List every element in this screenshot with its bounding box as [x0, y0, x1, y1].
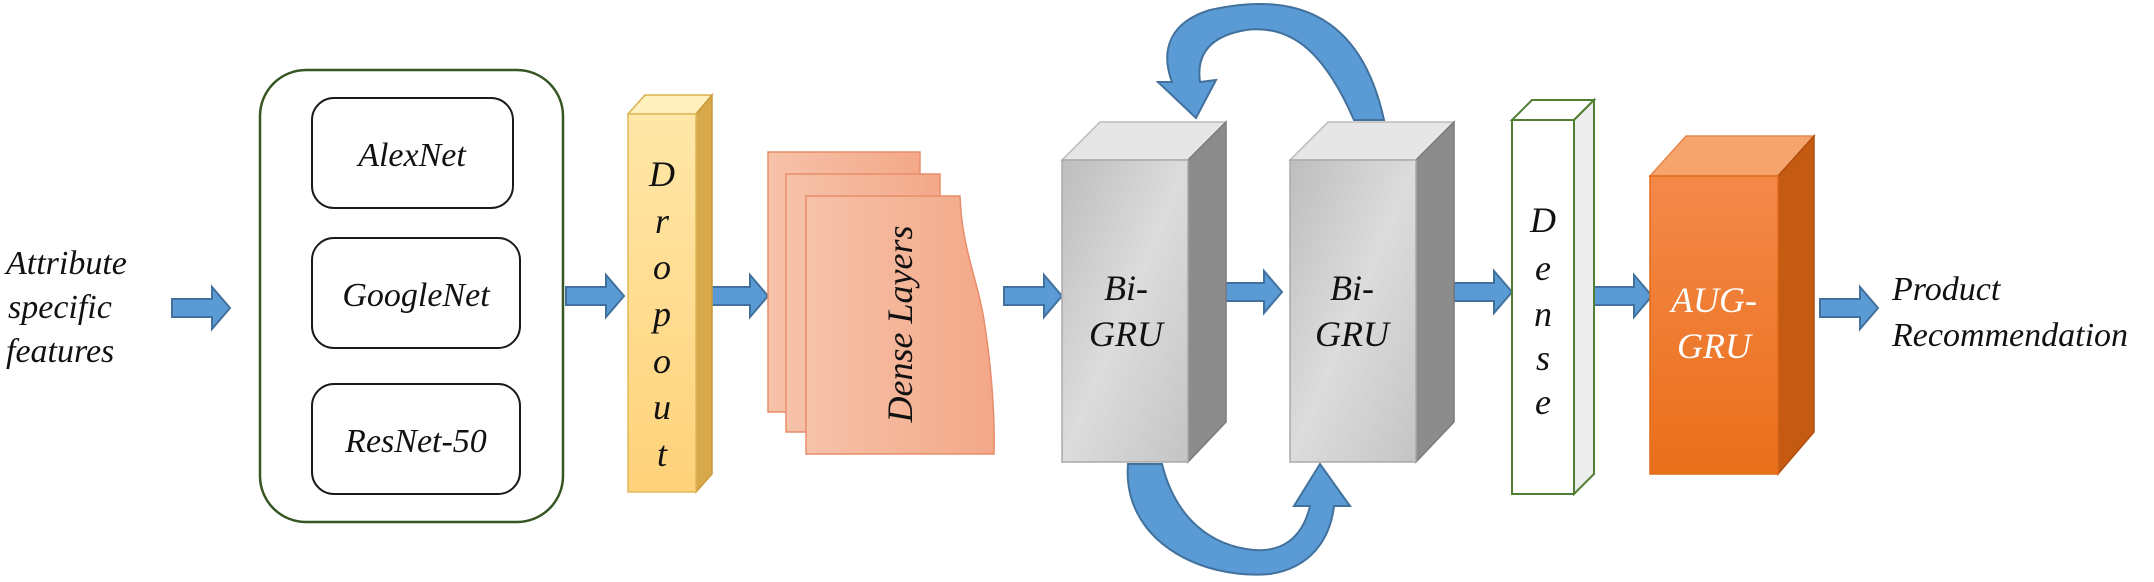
aug-gru-side-face [1777, 134, 1815, 477]
dense-letter-1: D [1529, 200, 1556, 240]
dense-block: D e n s e [1509, 97, 1597, 497]
dense-side-face [1573, 97, 1595, 497]
flow-arrow-input [171, 284, 232, 332]
flow-arrow-to-bigru-2 [1223, 268, 1284, 316]
bigru-2-side-face [1415, 120, 1455, 464]
alexnet-label: AlexNet [356, 137, 467, 174]
output-label-line-1: Product [1891, 271, 2002, 308]
bigru-1-label-line-2: GRU [1089, 314, 1165, 354]
resnet50-box [311, 383, 521, 495]
bigru-2-label-line-2: GRU [1315, 314, 1391, 354]
dense-layers-stack: Dense Layers [767, 151, 995, 455]
dense-letter-3: n [1534, 294, 1552, 334]
dense-letter-4: s [1536, 338, 1550, 378]
googlenet-box [311, 237, 521, 349]
dropout-letter-7: t [657, 434, 668, 474]
bigru-block-2: Bi- GRU [1288, 120, 1456, 464]
bigru-1-label-line-1: Bi- [1104, 268, 1148, 308]
dropout-label: D r o p o u t [648, 154, 675, 474]
dropout-letter-5: o [653, 341, 671, 381]
output-label-line-2: Recommendation [1891, 317, 2128, 354]
flow-arrows [171, 268, 1880, 332]
dropout-block: D r o p o u t [626, 92, 714, 494]
loop-arrow-top [1155, 3, 1386, 121]
dense-letter-5: e [1535, 382, 1551, 422]
flow-arrow-to-aug-gru [1593, 272, 1654, 320]
flow-arrow-output [1819, 284, 1880, 332]
input-label-line-2: specific [8, 289, 112, 326]
dense-layers-label: Dense Layers [880, 226, 920, 424]
bigru-2-front-face [1289, 159, 1417, 463]
resnet50-label: ResNet-50 [344, 423, 487, 460]
recurrent-loop-arrows [1126, 3, 1386, 576]
dense-front-face [1511, 119, 1575, 495]
bigru-1-front-face [1061, 159, 1189, 463]
aug-gru-label-line-2: GRU [1677, 326, 1753, 366]
flow-arrow-to-bigru-1 [1003, 272, 1064, 320]
bigru-1-side-face [1187, 120, 1227, 464]
googlenet-label: GoogleNet [342, 277, 491, 314]
input-label: Attribute specific features [4, 245, 127, 370]
aug-gru-label-line-1: AUG- [1669, 280, 1757, 320]
dropout-side-face [695, 92, 713, 494]
flow-arrow-to-dropout [565, 272, 626, 320]
aug-gru-block: AUG- GRU [1648, 134, 1816, 477]
flow-arrow-to-dense [1453, 268, 1514, 316]
dropout-letter-6: u [653, 387, 671, 427]
input-label-line-1: Attribute [4, 245, 127, 282]
alexnet-box [311, 97, 514, 209]
loop-arrow-bottom [1126, 462, 1352, 576]
dense-label: D e n s e [1529, 200, 1556, 422]
dense-letter-2: e [1535, 248, 1551, 288]
dropout-letter-3: o [653, 247, 671, 287]
input-label-line-3: features [6, 333, 114, 370]
flow-arrow-to-dense-layers [709, 272, 770, 320]
dropout-letter-4: p [650, 294, 671, 334]
dropout-letter-2: r [655, 201, 670, 241]
dense-layer-front [805, 195, 995, 455]
dropout-letter-1: D [648, 154, 675, 194]
output-label: Product Recommendation [1891, 271, 2128, 354]
bigru-block-1: Bi- GRU [1060, 120, 1228, 464]
aug-gru-front-face [1649, 175, 1779, 475]
cnn-models-module: AlexNet GoogleNet ResNet-50 [258, 68, 565, 524]
bigru-2-label-line-1: Bi- [1330, 268, 1374, 308]
dropout-front-face [627, 113, 697, 493]
